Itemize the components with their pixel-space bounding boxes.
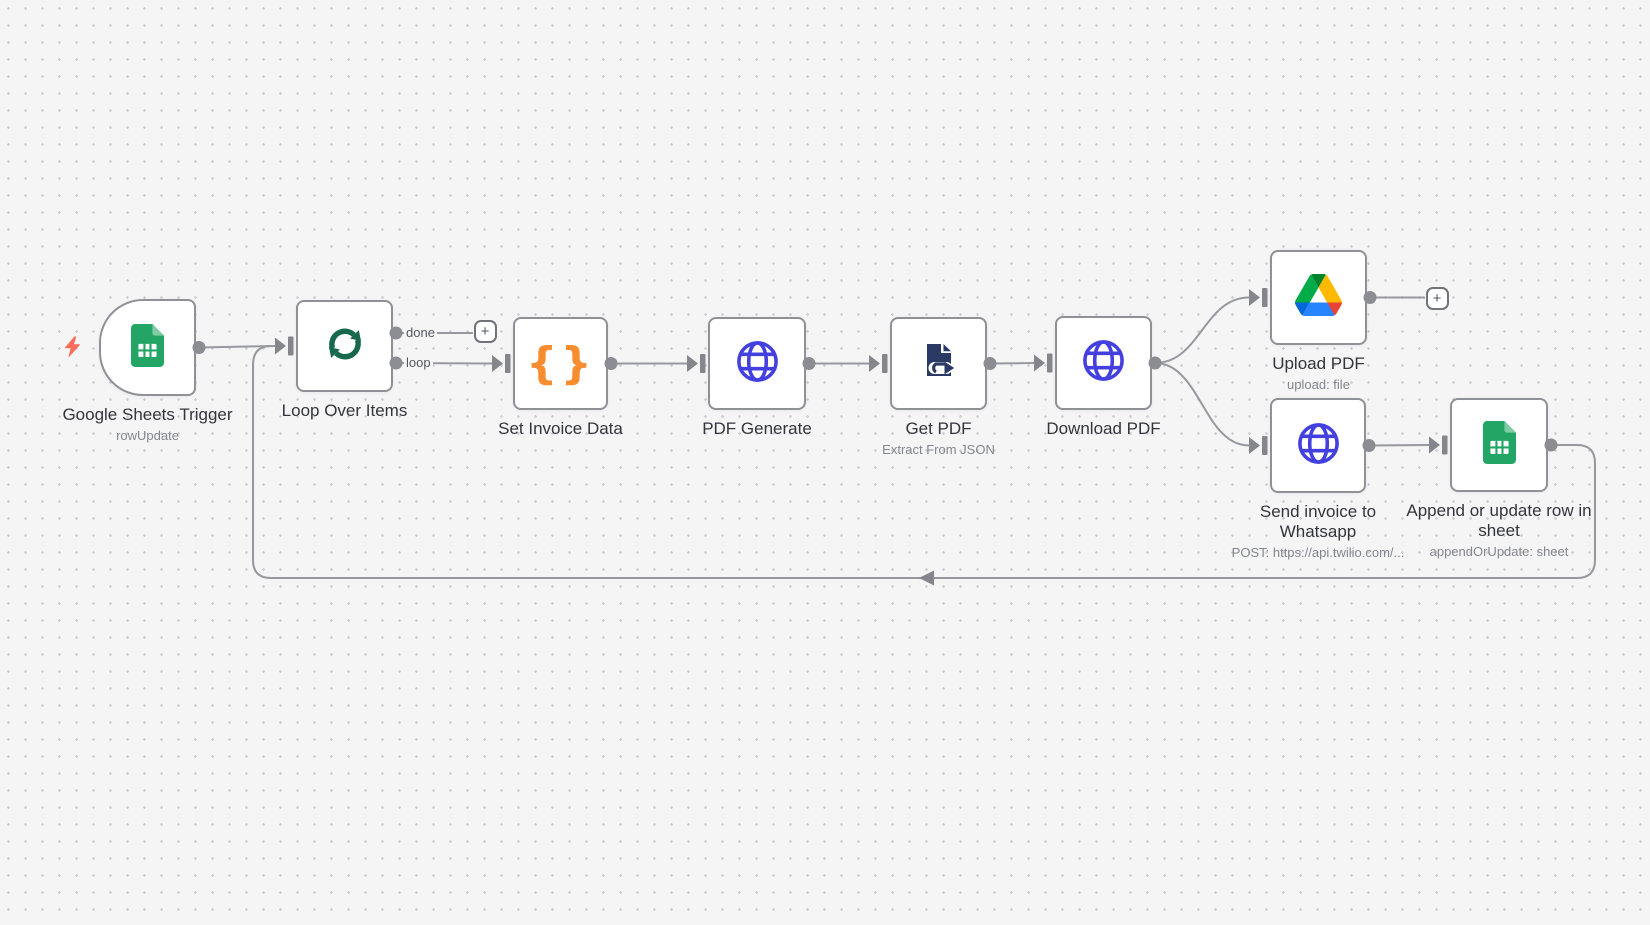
- node-pdf-generate[interactable]: [708, 317, 806, 410]
- node-text-append-or-update-row-in-sheet: Append or update row in sheet appendOrUpd…: [1401, 501, 1597, 560]
- trigger-lightning-icon: [64, 336, 81, 363]
- node-subtitle: POST: https://api.twilio.com/...: [1231, 544, 1405, 560]
- node-loop-over-items[interactable]: [296, 300, 393, 392]
- node-text-google-sheets-trigger: Google Sheets Trigger rowUpdate: [38, 405, 258, 444]
- input-port-get-pdf[interactable]: [869, 354, 888, 373]
- input-port-download-pdf[interactable]: [1034, 353, 1053, 373]
- input-port-loop-over-items[interactable]: [275, 336, 294, 356]
- connection-google-sheets-trigger-to-loop-over-items[interactable]: [198, 345, 276, 349]
- add-node-button-plus-done[interactable]: +: [473, 319, 497, 343]
- node-label: Send invoice to Whatsapp: [1259, 502, 1377, 541]
- node-upload-pdf[interactable]: [1270, 250, 1367, 345]
- connection-arrow: [919, 570, 934, 586]
- node-subtitle: rowUpdate: [116, 427, 179, 443]
- add-node-button-plus-upload[interactable]: +: [1425, 286, 1449, 310]
- connection-get-pdf-to-download-pdf[interactable]: [989, 362, 1035, 365]
- node-google-sheets-trigger[interactable]: [99, 299, 196, 396]
- node-subtitle: Extract From JSON: [882, 441, 995, 457]
- node-label: Loop Over Items: [281, 401, 408, 420]
- node-subtitle: appendOrUpdate: sheet: [1429, 543, 1569, 559]
- input-port-set-invoice-data[interactable]: [492, 354, 511, 373]
- braces-icon: {}: [526, 337, 595, 389]
- output-port-label-done: done: [404, 324, 437, 341]
- input-port-append-or-update-row-in-sheet[interactable]: [1429, 435, 1448, 455]
- node-text-set-invoice-data: Set Invoice Data: [451, 419, 671, 439]
- node-label: Download PDF: [1046, 419, 1161, 438]
- node-send-invoice-to-whatsapp[interactable]: [1270, 398, 1366, 493]
- node-get-pdf[interactable]: [890, 317, 987, 410]
- node-label: Set Invoice Data: [498, 419, 623, 438]
- pdf-extract-icon: [916, 338, 962, 389]
- node-label: Google Sheets Trigger: [62, 405, 233, 424]
- node-label: Upload PDF: [1272, 354, 1365, 373]
- input-port-pdf-generate[interactable]: [687, 354, 706, 373]
- node-label: Append or update row in sheet: [1406, 501, 1592, 540]
- input-port-send-invoice-to-whatsapp[interactable]: [1249, 436, 1268, 455]
- connection-send-invoice-to-whatsapp-to-append-or-update-row-in-sheet[interactable]: [1368, 444, 1430, 447]
- node-subtitle: upload: file: [1287, 376, 1350, 392]
- globe-icon: [1295, 420, 1342, 472]
- node-set-invoice-data[interactable]: {}: [513, 317, 608, 410]
- node-text-upload-pdf: Upload PDF upload: file: [1209, 354, 1429, 393]
- loop-icon: [322, 321, 368, 372]
- node-text-download-pdf: Download PDF: [994, 419, 1214, 439]
- globe-icon: [734, 338, 781, 390]
- google-drive-icon: [1295, 274, 1342, 321]
- node-text-loop-over-items: Loop Over Items: [235, 401, 455, 421]
- google-sheets-icon: [131, 323, 164, 372]
- google-sheets-icon: [1482, 421, 1516, 469]
- output-port-label-loop: loop: [404, 354, 433, 371]
- globe-icon: [1080, 337, 1127, 389]
- node-download-pdf[interactable]: [1055, 316, 1152, 410]
- input-port-upload-pdf[interactable]: [1249, 288, 1268, 307]
- node-append-or-update-row-in-sheet[interactable]: [1450, 398, 1548, 492]
